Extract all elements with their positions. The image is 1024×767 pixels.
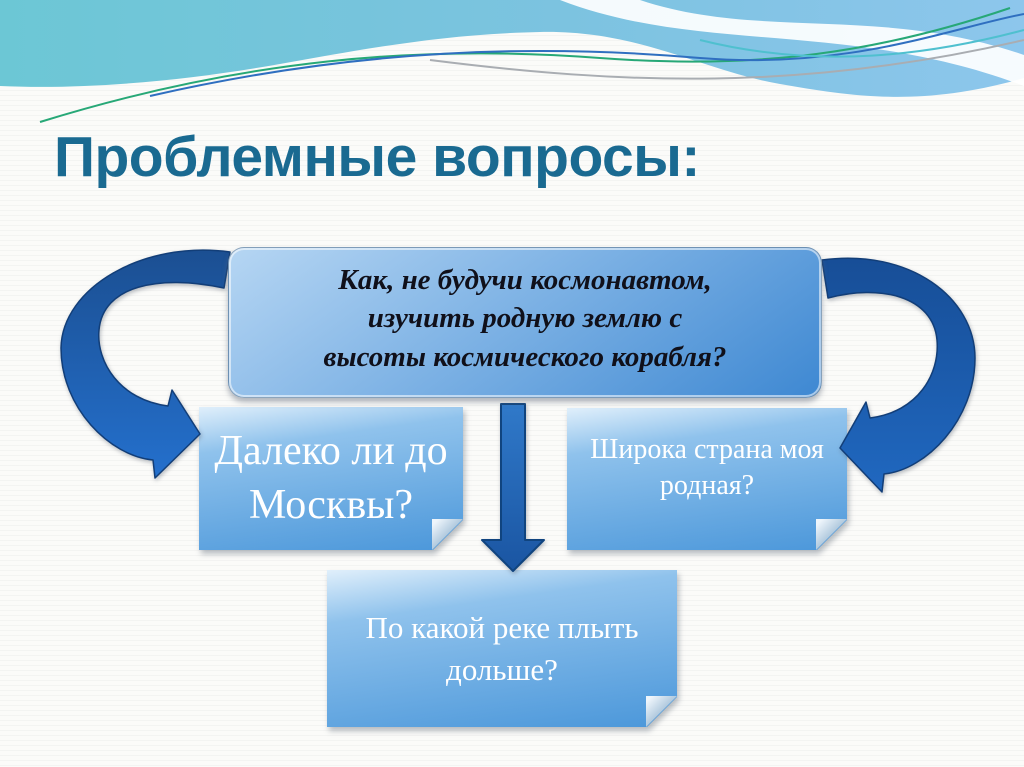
right-answer-text: Широка страна моя родная? xyxy=(590,433,824,501)
down-arrow-icon xyxy=(481,403,545,572)
bottom-answer-text: По какой реке плыть дольше? xyxy=(365,609,639,687)
left-answer-text: Далеко ли до Москвы? xyxy=(214,427,448,528)
folded-corner-icon xyxy=(816,519,847,550)
bottom-answer-note: По какой реке плыть дольше? xyxy=(327,570,677,727)
right-answer-note: Широка страна моя родная? xyxy=(567,408,847,550)
bottom-answer-box: По какой реке плыть дольше? xyxy=(327,570,677,727)
main-question-text: Как, не будучи космонавтом, изучить родн… xyxy=(323,264,727,373)
folded-corner-icon xyxy=(646,696,677,727)
curved-arrow-left-icon xyxy=(60,249,231,479)
left-answer-box: Далеко ли до Москвы? xyxy=(199,407,463,550)
right-answer-box: Широка страна моя родная? xyxy=(567,408,847,550)
left-answer-note: Далеко ли до Москвы? xyxy=(199,407,463,550)
decorative-wave-banner-icon xyxy=(0,0,1024,123)
curved-arrow-right-icon xyxy=(821,257,976,493)
main-question-box: Как, не будучи космонавтом, изучить родн… xyxy=(228,247,822,398)
folded-corner-icon xyxy=(432,519,463,550)
slide-title: Проблемные вопросы: xyxy=(54,125,700,189)
